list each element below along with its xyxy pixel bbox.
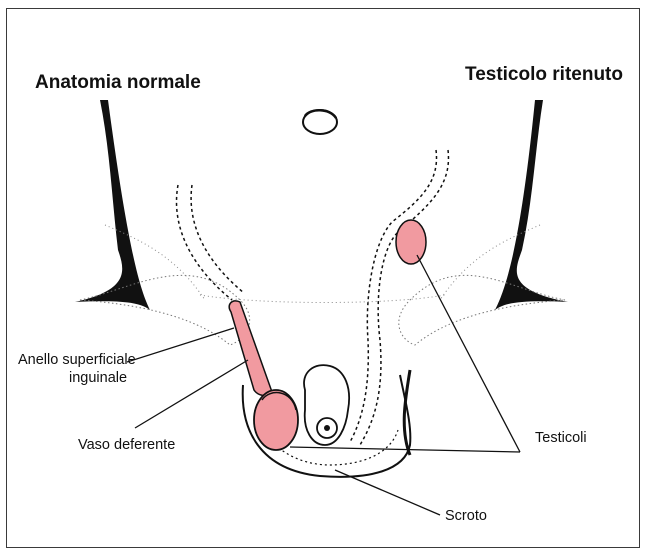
label-vas-deferens: Vaso deferente <box>78 437 175 454</box>
left-cord-inner <box>191 185 244 293</box>
left-cord-outer <box>177 185 232 300</box>
right-groin-stipple <box>399 275 565 345</box>
leader-testes-upper <box>417 255 520 452</box>
leader-vas <box>135 360 248 428</box>
label-ring-line1: Anello superficiale <box>18 352 136 369</box>
heading-retained-testis: Testicolo ritenuto <box>465 64 623 86</box>
meatus <box>324 425 330 431</box>
right-thigh-outline <box>495 100 568 310</box>
leader-ring <box>127 328 234 362</box>
left-thigh-outline <box>75 100 150 310</box>
left-groin-stipple <box>80 275 250 345</box>
heading-normal-anatomy: Anatomia normale <box>35 72 201 94</box>
left-vas-deferens <box>229 301 272 396</box>
leader-scrotum <box>335 470 440 515</box>
right-retained-testis <box>396 220 426 264</box>
right-cord-inner <box>350 150 437 442</box>
penis-outline <box>304 365 349 445</box>
leader-testes-lower <box>290 447 520 452</box>
label-testes: Testicoli <box>535 430 587 447</box>
label-ring-line2: inguinale <box>69 370 127 387</box>
navel-shadow <box>305 110 336 118</box>
label-scrotum: Scroto <box>445 508 487 525</box>
